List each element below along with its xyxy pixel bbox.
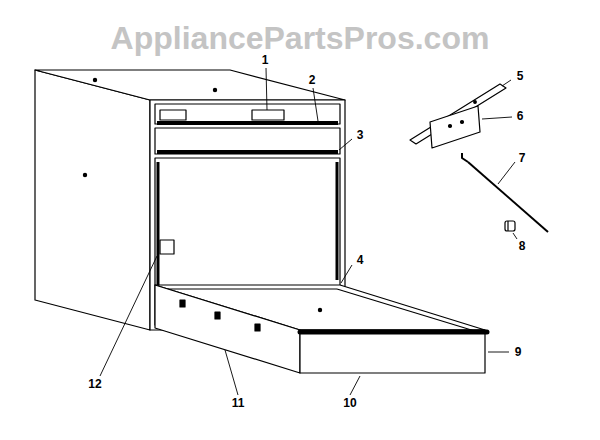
leader-line bbox=[482, 117, 512, 119]
leader-line bbox=[341, 265, 352, 283]
knob-grip bbox=[507, 221, 508, 231]
plate-hole bbox=[461, 121, 464, 124]
leader-line bbox=[100, 256, 157, 376]
drawer-handle bbox=[157, 150, 338, 154]
bracket-plate bbox=[430, 106, 480, 148]
leader-line bbox=[339, 139, 352, 150]
leader-line bbox=[513, 233, 517, 239]
callout-number: 4 bbox=[357, 254, 364, 266]
leader-line bbox=[225, 350, 238, 395]
cabinet-side bbox=[35, 70, 150, 330]
leader-line bbox=[502, 80, 511, 86]
drawer-handle bbox=[157, 121, 338, 125]
callout-number: 10 bbox=[343, 397, 356, 409]
leader-lines bbox=[100, 68, 517, 395]
drawer-hole bbox=[255, 324, 260, 331]
leader-line bbox=[498, 162, 515, 184]
callout-number: 6 bbox=[517, 110, 524, 122]
lock-rod bbox=[468, 162, 548, 232]
knob bbox=[505, 221, 515, 231]
callout-number: 7 bbox=[519, 152, 526, 164]
slide-hole bbox=[474, 101, 477, 104]
callout-number: 9 bbox=[515, 346, 522, 358]
leader-line bbox=[313, 88, 318, 121]
slide-bracket bbox=[160, 240, 174, 254]
drawer-handle bbox=[300, 330, 487, 335]
drawer-side-edge bbox=[337, 289, 478, 332]
callout-number: 5 bbox=[517, 70, 524, 82]
closed-drawer bbox=[155, 104, 340, 124]
callout-number: 12 bbox=[88, 378, 101, 390]
loose-parts bbox=[410, 84, 548, 232]
drawer-front bbox=[300, 330, 485, 373]
leader-line bbox=[488, 352, 509, 353]
callout-number: 11 bbox=[232, 397, 245, 409]
label-plate bbox=[160, 110, 186, 120]
watermark-text: AppliancePartsPros.com bbox=[111, 22, 490, 54]
leader-line bbox=[350, 376, 360, 395]
drawer-hole bbox=[180, 300, 185, 307]
cabinet-top bbox=[35, 70, 345, 100]
closed-drawer bbox=[155, 128, 340, 154]
drawer-back-edge bbox=[160, 288, 337, 289]
rivet bbox=[213, 88, 216, 91]
plate-hole bbox=[449, 125, 452, 128]
rivet bbox=[93, 78, 96, 81]
drawer-slide bbox=[336, 162, 339, 280]
callout-number: 1 bbox=[262, 54, 269, 66]
open-drawer bbox=[155, 285, 487, 373]
callout-number: 8 bbox=[519, 240, 526, 252]
drawer-hole bbox=[215, 312, 220, 319]
leader-line bbox=[266, 68, 267, 110]
rivet bbox=[83, 173, 86, 176]
callout-number: 2 bbox=[309, 74, 316, 86]
callout-number: 3 bbox=[357, 129, 364, 141]
label-plate bbox=[252, 110, 284, 120]
rivet bbox=[318, 308, 321, 311]
rod-hook bbox=[462, 153, 468, 162]
